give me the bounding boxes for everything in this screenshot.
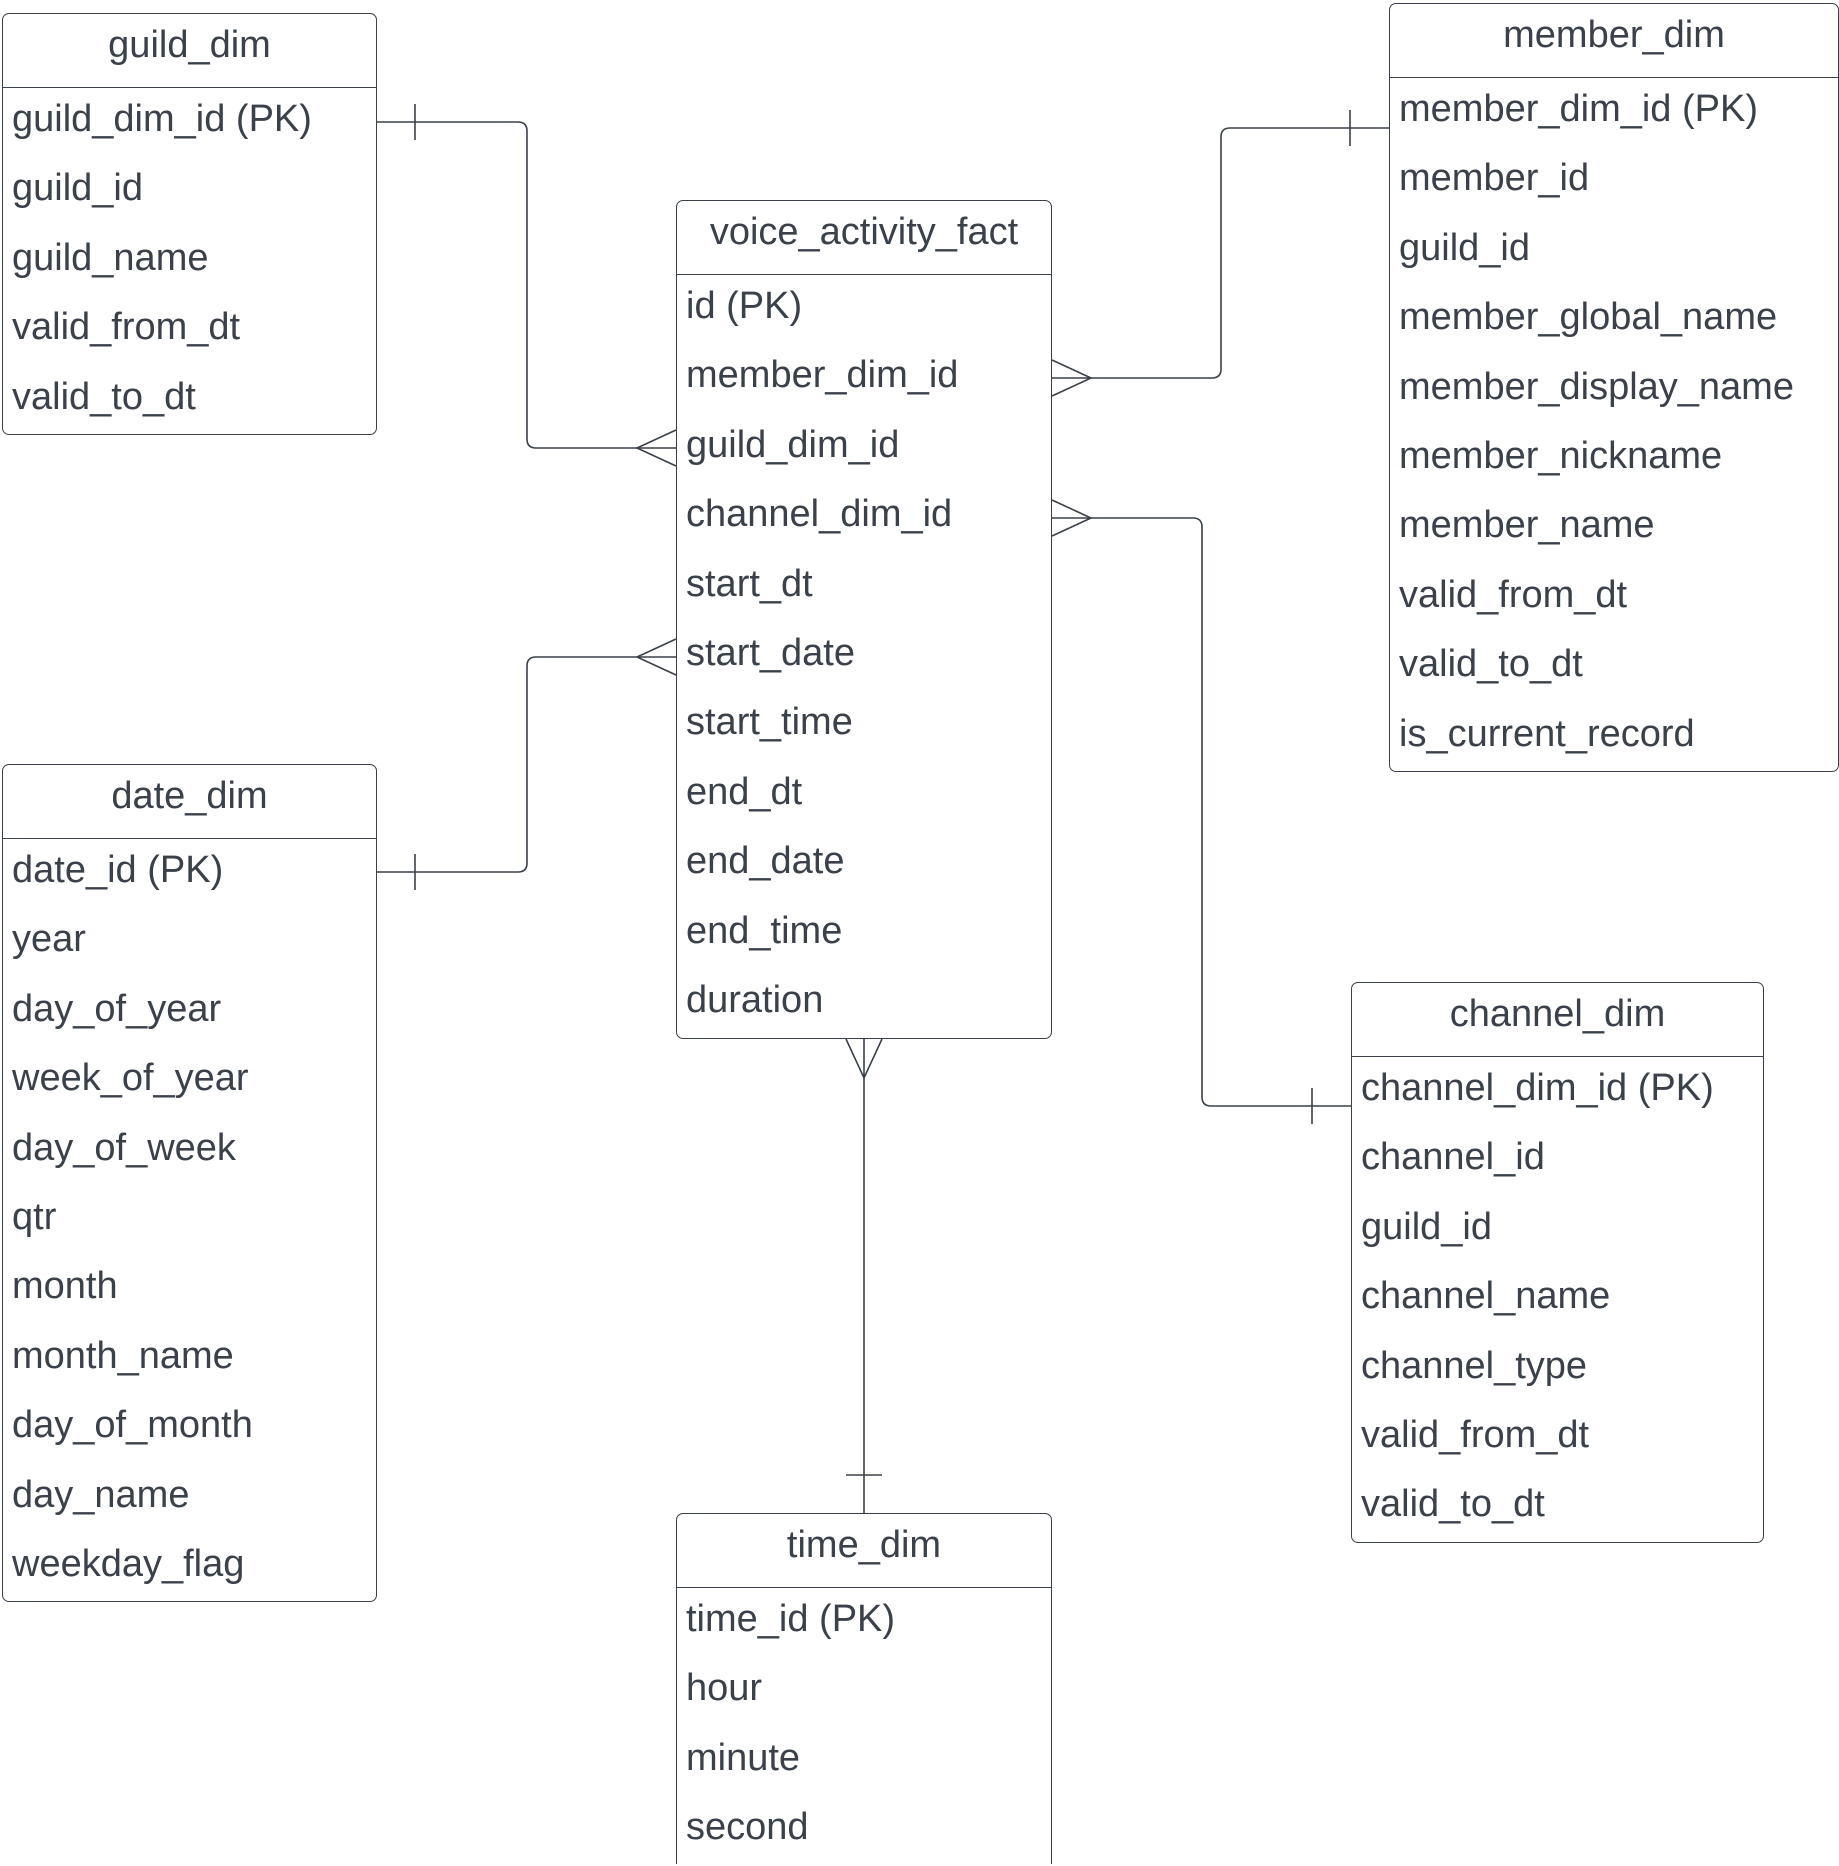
field-channel-type: channel_type xyxy=(1361,1344,1588,1387)
field-week-of-year: week_of_year xyxy=(12,1057,249,1100)
field-valid-to-dt: valid_to_dt xyxy=(1361,1483,1545,1526)
field-list: date_id (PK) year day_of_year week_of_ye… xyxy=(3,839,376,1602)
field-member-global-name: member_global_name xyxy=(1399,296,1778,339)
field-guild-dim-id: guild_dim_id xyxy=(686,423,900,466)
relationship-channel-fact xyxy=(1051,499,1351,1124)
entity-date-dim[interactable]: date_dim date_id (PK) year day_of_year w… xyxy=(2,764,377,1602)
field-member-dim-id: member_dim_id (PK) xyxy=(1399,88,1758,130)
field-guild-id: guild_id xyxy=(1361,1205,1492,1248)
field-hour: hour xyxy=(686,1667,763,1710)
many-marker xyxy=(635,429,677,467)
field-guild-id: guild_id xyxy=(1399,226,1530,269)
field-end-time: end_time xyxy=(686,909,843,952)
many-marker xyxy=(845,1038,883,1080)
field-duration: duration xyxy=(686,978,824,1021)
field-day-name: day_name xyxy=(12,1473,190,1516)
field-month: month xyxy=(12,1265,118,1308)
field-guild-id: guild_id xyxy=(12,167,143,210)
many-marker xyxy=(1051,359,1093,397)
field-day-of-week: day_of_week xyxy=(12,1126,236,1169)
field-minute: minute xyxy=(686,1736,801,1779)
field-start-date: start_date xyxy=(686,631,855,674)
field-day-of-month: day_of_month xyxy=(12,1404,253,1447)
field-end-dt: end_dt xyxy=(686,770,803,813)
field-member-name: member_name xyxy=(1399,504,1655,547)
field-list: id (PK) member_dim_id guild_dim_id chann… xyxy=(677,275,1051,1038)
field-month-name: month_name xyxy=(12,1334,234,1377)
relationship-time-fact xyxy=(845,1038,883,1513)
field-date-id: date_id (PK) xyxy=(12,849,224,891)
field-start-time: start_time xyxy=(686,701,853,744)
entity-title: date_dim xyxy=(3,765,376,839)
entity-title: time_dim xyxy=(677,1514,1051,1588)
field-member-dim-id: member_dim_id xyxy=(686,354,959,397)
field-valid-to-dt: valid_to_dt xyxy=(12,375,196,418)
field-id: id (PK) xyxy=(686,285,803,327)
entity-channel-dim[interactable]: channel_dim channel_dim_id (PK) channel_… xyxy=(1351,982,1764,1543)
field-list: time_id (PK) hour minute second xyxy=(677,1588,1051,1866)
relationship-guild-fact xyxy=(377,104,677,467)
field-member-nickname: member_nickname xyxy=(1399,434,1723,477)
field-guild-name: guild_name xyxy=(12,236,209,279)
many-marker xyxy=(1051,499,1093,537)
field-channel-id: channel_id xyxy=(1361,1136,1545,1179)
field-list: guild_dim_id (PK) guild_id guild_name va… xyxy=(3,88,376,435)
field-end-date: end_date xyxy=(686,840,845,883)
field-year: year xyxy=(12,918,86,961)
relationship-member-fact xyxy=(1051,110,1389,397)
field-channel-dim-id: channel_dim_id xyxy=(686,493,953,536)
many-marker xyxy=(635,638,677,676)
field-member-display-name: member_display_name xyxy=(1399,365,1794,408)
field-list: member_dim_id (PK) member_id guild_id me… xyxy=(1390,78,1838,772)
entity-title: channel_dim xyxy=(1352,983,1763,1057)
entity-title: member_dim xyxy=(1390,4,1838,78)
entity-member-dim[interactable]: member_dim member_dim_id (PK) member_id … xyxy=(1389,3,1839,772)
entity-title: voice_activity_fact xyxy=(677,201,1051,275)
entity-guild-dim[interactable]: guild_dim guild_dim_id (PK) guild_id gui… xyxy=(2,13,377,435)
field-qtr: qtr xyxy=(12,1195,57,1238)
field-member-id: member_id xyxy=(1399,157,1590,200)
field-second: second xyxy=(686,1806,809,1849)
field-guild-dim-id: guild_dim_id (PK) xyxy=(12,98,312,140)
field-channel-name: channel_name xyxy=(1361,1275,1611,1318)
field-list: channel_dim_id (PK) channel_id guild_id … xyxy=(1352,1057,1763,1543)
field-channel-dim-id: channel_dim_id (PK) xyxy=(1361,1067,1714,1109)
entity-time-dim[interactable]: time_dim time_id (PK) hour minute second xyxy=(676,1513,1052,1864)
field-weekday-flag: weekday_flag xyxy=(12,1542,245,1585)
field-valid-to-dt: valid_to_dt xyxy=(1399,643,1583,686)
field-start-dt: start_dt xyxy=(686,562,813,605)
field-day-of-year: day_of_year xyxy=(12,987,222,1030)
field-is-current-record: is_current_record xyxy=(1399,712,1695,755)
field-time-id: time_id (PK) xyxy=(686,1598,896,1640)
entity-title: guild_dim xyxy=(3,14,376,88)
field-valid-from-dt: valid_from_dt xyxy=(12,306,241,349)
entity-voice-activity-fact[interactable]: voice_activity_fact id (PK) member_dim_i… xyxy=(676,200,1052,1039)
relationship-date-fact xyxy=(377,638,677,890)
field-valid-from-dt: valid_from_dt xyxy=(1361,1413,1590,1456)
field-valid-from-dt: valid_from_dt xyxy=(1399,573,1628,616)
